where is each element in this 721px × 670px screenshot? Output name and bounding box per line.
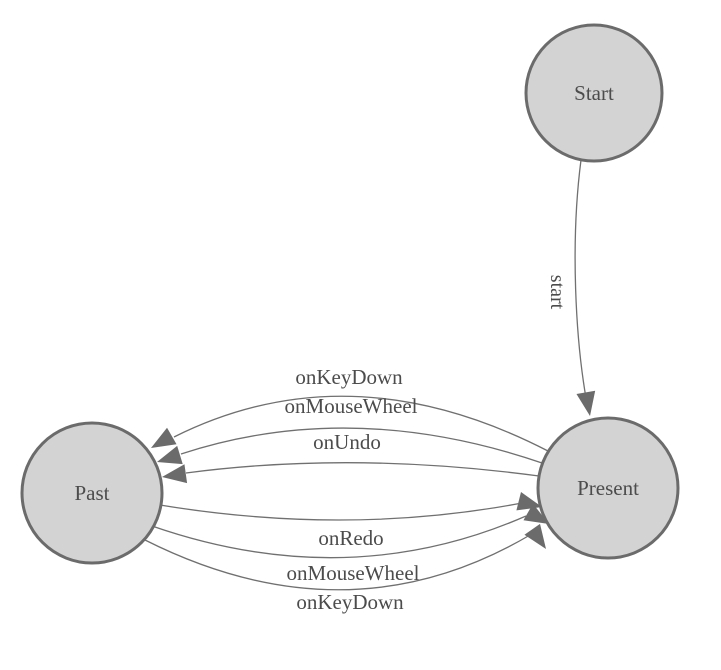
edge-label-onkeydown-top: onKeyDown <box>295 365 403 389</box>
edge-present-to-past-onmousewheel[interactable] <box>180 427 543 464</box>
edge-start-to-present[interactable] <box>574 159 587 399</box>
edge-present-to-past-onkeydown[interactable] <box>173 395 549 452</box>
node-past-label: Past <box>74 481 109 505</box>
node-present-circle[interactable] <box>536 416 680 560</box>
edge-label-start: start <box>546 275 568 310</box>
arrowhead <box>151 427 177 448</box>
node-start-circle[interactable] <box>524 23 664 163</box>
arrowhead <box>157 445 183 465</box>
edge-present-to-past-onundo[interactable] <box>185 462 540 477</box>
edge-label-onmousewheel-bottom: onMouseWheel <box>287 561 420 585</box>
node-past[interactable]: Past <box>20 421 164 565</box>
edge-label-onkeydown-bottom: onKeyDown <box>296 590 404 614</box>
arrowhead <box>162 464 188 484</box>
node-start-label: Start <box>574 81 614 105</box>
edge-past-to-present-onmousewheel[interactable] <box>151 515 527 559</box>
arrowhead <box>516 491 542 511</box>
node-present[interactable]: Present <box>536 416 680 560</box>
node-present-label: Present <box>577 476 639 500</box>
arrowhead <box>576 390 596 416</box>
edge-past-to-present-onredo[interactable] <box>159 502 523 521</box>
edge-past-to-present-onkeydown[interactable] <box>144 534 531 591</box>
edge-label-onredo: onRedo <box>318 526 383 550</box>
edge-label-onmousewheel-top: onMouseWheel <box>285 394 418 418</box>
edge-label-onundo: onUndo <box>313 430 381 454</box>
arrowhead <box>523 503 549 524</box>
node-start[interactable]: Start <box>524 23 664 163</box>
node-past-circle[interactable] <box>20 421 164 565</box>
arrowhead <box>524 523 546 549</box>
